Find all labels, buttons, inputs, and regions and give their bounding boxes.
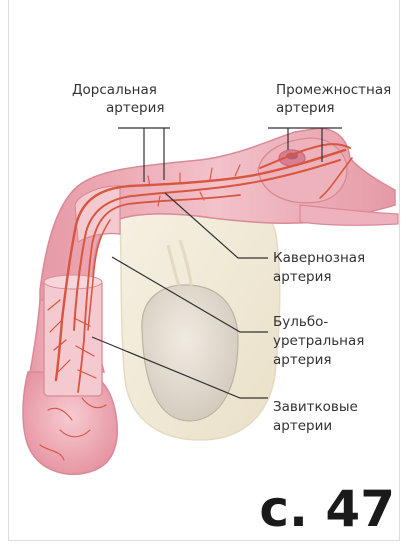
label-cavernous-1: Кавернозная [273,250,365,266]
page-reference: с. 47 [259,480,395,538]
label-perineal-2: артерия [276,100,334,116]
label-cavernous-2: артерия [273,269,331,285]
label-helicine-1: Завитковые [273,399,358,415]
label-perineal-1: Промежностная [276,82,391,98]
label-bulbourethral-3: артерия [273,352,331,368]
label-dorsal-2: артерия [106,100,164,116]
testis-shape [142,285,238,421]
label-bulbourethral-2: уретральная [273,333,364,349]
label-bulbourethral-1: Бульбо- [273,314,328,330]
label-dorsal-1: Дорсальная [72,82,157,98]
label-helicine-2: артерии [273,418,332,434]
